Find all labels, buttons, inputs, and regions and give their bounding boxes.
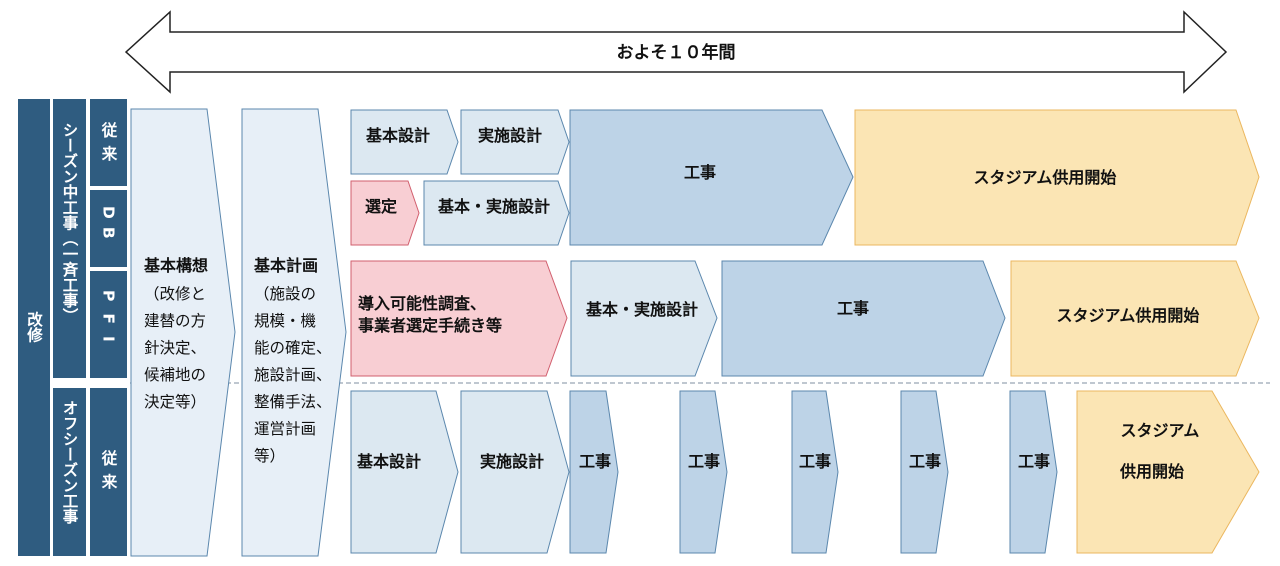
- db-label: DB: [100, 206, 118, 247]
- plan-arrow: [241, 108, 347, 557]
- construction-label: 工事: [684, 163, 716, 182]
- in-season-header: [53, 99, 86, 378]
- plan-line-1: （施設の: [254, 285, 316, 303]
- pfi-construction-label: 工事: [837, 299, 869, 318]
- pfi-row: 導入可能性調査、 事業者選定手続き等 基本・実施設計 工事 スタジアム供用開始: [350, 260, 1260, 377]
- off-construction-label-2: 工事: [688, 452, 720, 471]
- off-opening-label-1: スタジアム: [1121, 421, 1200, 440]
- pfi-construction-arrow: [721, 260, 1006, 377]
- in-season-label: シーズン中工事（一斉工事）: [61, 122, 79, 324]
- db-design-arrow: [423, 180, 570, 246]
- concept-line-1: （改修と: [144, 285, 206, 303]
- opening-arrow: [854, 109, 1260, 246]
- plan-line-3: 能の確定、: [254, 339, 332, 357]
- renovation-label: 改修: [25, 310, 44, 344]
- basic-design-arrow: [350, 109, 459, 175]
- plan-title: 基本計画: [253, 256, 318, 275]
- off-construction-2: [679, 390, 728, 554]
- off-construction-1: [569, 390, 619, 554]
- plan-stage: 基本計画 （施設の 規模・機 能の確定、 施設計画、 整備手法、 運営計画 等）: [241, 108, 347, 557]
- plan-line-7: 等）: [254, 447, 285, 465]
- off-construction-3: [791, 390, 839, 554]
- plan-line-5: 整備手法、: [254, 393, 332, 411]
- feasibility-label-1: 導入可能性調査、: [358, 294, 486, 313]
- pfi-label: PFI: [100, 290, 118, 354]
- off-construction-label-5: 工事: [1018, 452, 1050, 471]
- pfi-opening-label: スタジアム供用開始: [1057, 306, 1200, 325]
- feasibility-arrow: [350, 260, 568, 377]
- detail-design-arrow: [460, 109, 570, 175]
- detail-design-label: 実施設計: [478, 126, 542, 145]
- concept-line-2: 建替の方: [144, 312, 206, 330]
- off-season-row: 基本設計 実施設計 工事 工事 工事 工事 工事 スタジアム 供用開始: [350, 390, 1260, 554]
- off-opening-arrow: [1076, 390, 1260, 554]
- pfi-design-arrow: [570, 260, 718, 377]
- conventional-row: 基本設計 実施設計 工事 スタジアム供用開始: [350, 109, 1260, 246]
- selection-label: 選定: [365, 197, 397, 216]
- db-design-label: 基本・実施設計: [437, 197, 550, 216]
- plan-line-2: 規模・機: [254, 312, 316, 330]
- off-construction-5: [1009, 390, 1058, 554]
- off-detail-design-arrow: [460, 390, 570, 554]
- basic-design-label: 基本設計: [365, 126, 430, 145]
- off-basic-design-label: 基本設計: [356, 452, 421, 471]
- pfi-header: [90, 271, 127, 378]
- plan-line-6: 運営計画: [254, 420, 316, 438]
- concept-line-5: 決定等）: [144, 393, 206, 411]
- duration-label: およそ１０年間: [617, 42, 736, 63]
- conventional-label-1: 従来: [100, 121, 119, 169]
- concept-title: 基本構想: [143, 256, 208, 275]
- off-construction-4: [900, 390, 949, 554]
- pfi-design-label: 基本・実施設計: [585, 300, 698, 319]
- off-basic-design-arrow: [350, 390, 459, 554]
- opening-label: スタジアム供用開始: [974, 168, 1117, 187]
- off-season-label: オフシーズン工事: [61, 400, 79, 526]
- double-arrow-icon: [124, 10, 1228, 94]
- off-construction-label-1: 工事: [579, 452, 611, 471]
- concept-line-4: 候補地の: [144, 366, 206, 384]
- renovation-header: [18, 99, 50, 556]
- duration-arrow: およそ１０年間: [124, 10, 1228, 94]
- off-detail-design-label: 実施設計: [480, 452, 544, 471]
- db-row: 選定 基本・実施設計: [350, 180, 570, 246]
- plan-line-4: 施設計画、: [254, 366, 332, 384]
- concept-arrow: [130, 108, 236, 557]
- construction-arrow: [569, 109, 854, 246]
- conventional-header-2: [90, 388, 127, 556]
- db-header: [90, 190, 127, 267]
- off-construction-label-4: 工事: [909, 452, 941, 471]
- conventional-header-1: [90, 99, 127, 186]
- concept-line-3: 針決定、: [144, 339, 206, 357]
- concept-stage: 基本構想 （改修と 建替の方 針決定、 候補地の 決定等）: [130, 108, 236, 557]
- off-season-header: [53, 388, 86, 556]
- off-opening-label-2: 供用開始: [1119, 462, 1184, 481]
- feasibility-label-2: 事業者選定手続き等: [358, 316, 502, 335]
- side-headers: 改修 シーズン中工事（一斉工事） オフシーズン工事 従来 DB PFI 従来: [18, 99, 127, 556]
- off-construction-label-3: 工事: [799, 452, 831, 471]
- conventional-label-2: 従来: [100, 449, 119, 497]
- pfi-opening-arrow: [1010, 260, 1260, 377]
- selection-arrow: [350, 180, 420, 246]
